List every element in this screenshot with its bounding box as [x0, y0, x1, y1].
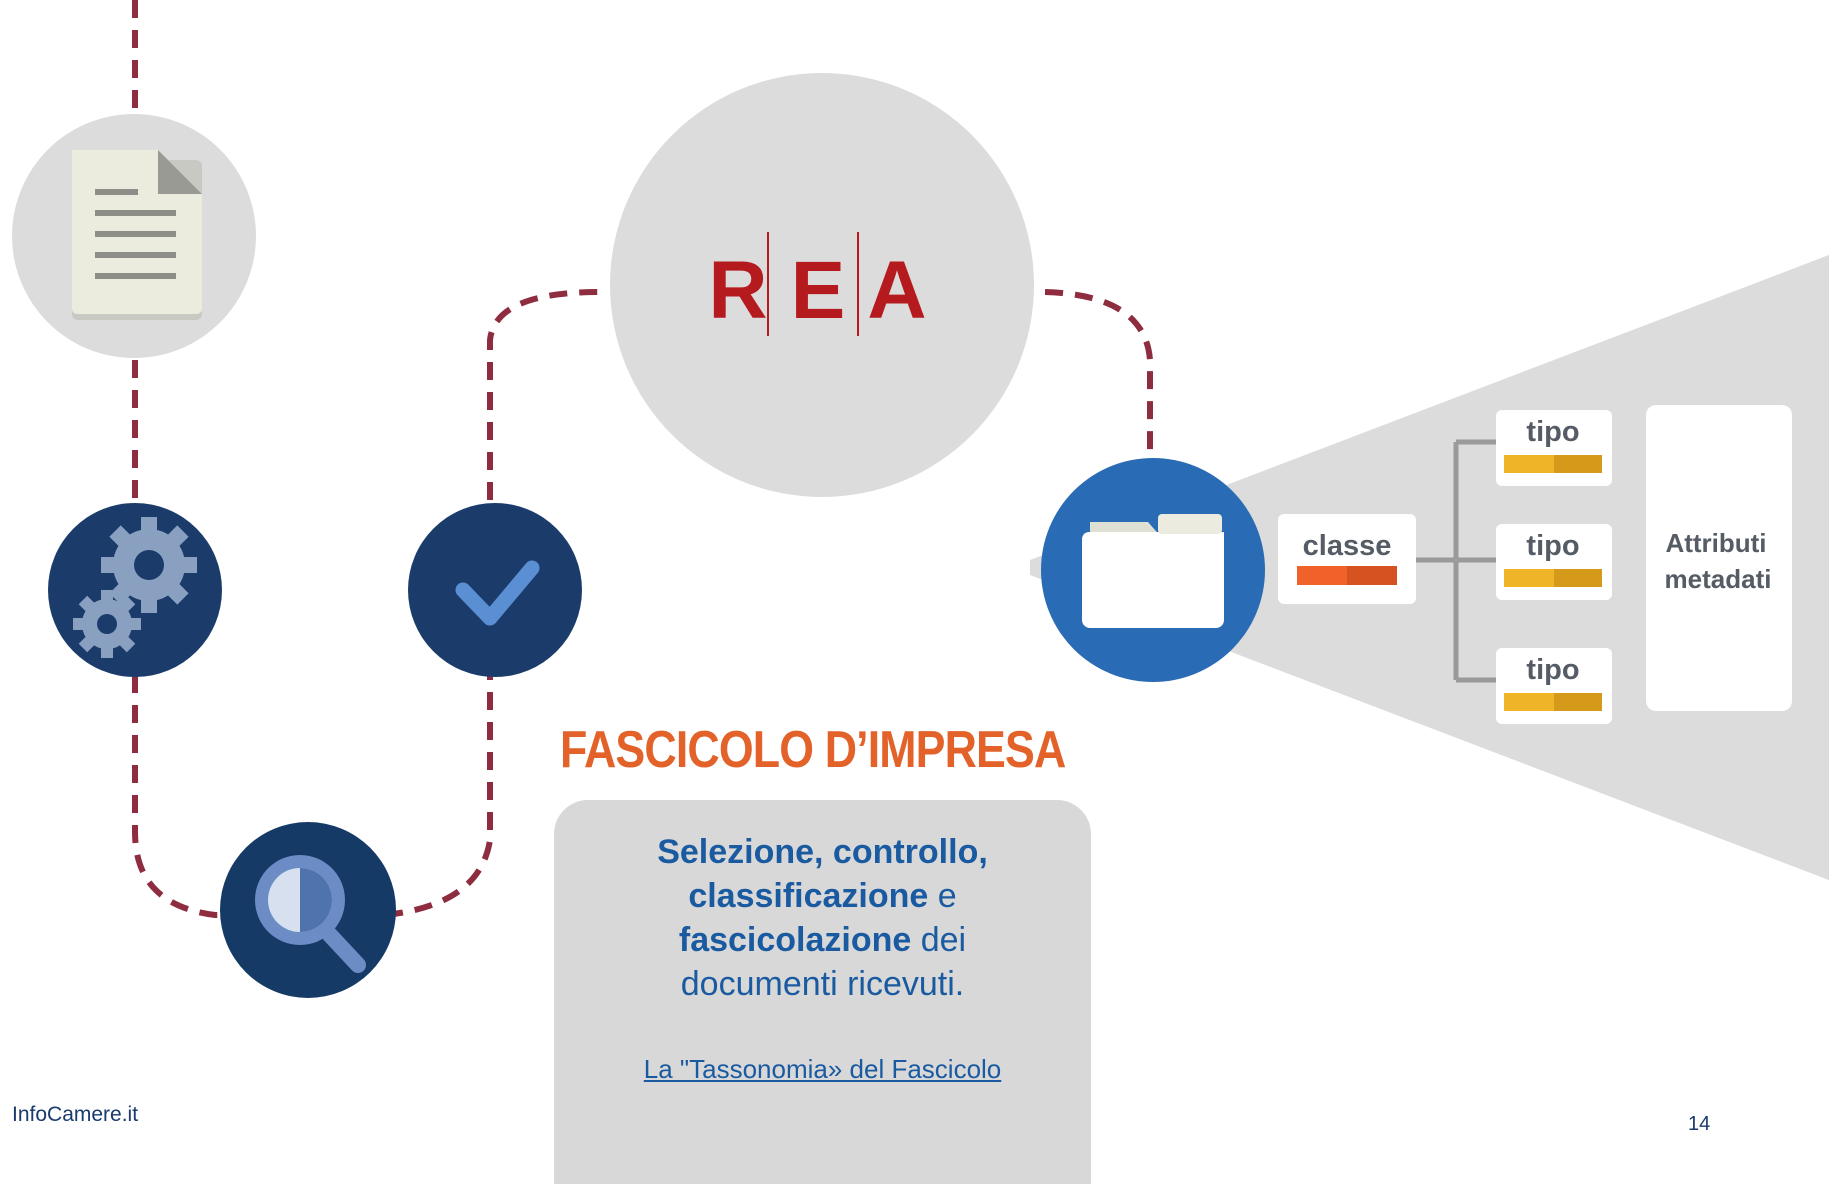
folder-node — [1041, 458, 1265, 682]
search-node — [220, 822, 396, 998]
dashed-process-path — [132, 0, 1153, 918]
rea-letter-r: R — [708, 245, 767, 336]
page-number: 14 — [1688, 1113, 1711, 1135]
type-card: tipo — [1496, 648, 1612, 724]
page-title: FASCICOLO D’IMPRESA — [560, 721, 1066, 779]
document-node — [12, 114, 256, 358]
description-panel: Selezione, controllo, classificazione e … — [554, 800, 1091, 1184]
type-card: tipo — [1496, 524, 1612, 600]
taxonomy-connectors — [1415, 439, 1497, 683]
description-line3-rest: dei — [911, 921, 967, 959]
description-line4: documenti ricevuti. — [680, 965, 965, 1003]
rea-node: R E A — [610, 73, 1034, 497]
folder-icon — [1082, 514, 1224, 628]
class-card: classe — [1278, 514, 1416, 604]
type-label: tipo — [1526, 530, 1579, 562]
check-node — [408, 503, 582, 677]
description-text: Selezione, controllo, classificazione e … — [554, 830, 1091, 1006]
description-line2-rest: e — [928, 877, 957, 915]
magnifier-icon — [255, 855, 366, 973]
type-card: tipo — [1496, 410, 1612, 486]
gears-icon — [73, 517, 197, 658]
rea-letter-a: A — [867, 245, 926, 336]
type-label: tipo — [1526, 416, 1579, 448]
description-line2-bold: classificazione — [688, 877, 929, 915]
attributes-card: Attributi metadati — [1646, 405, 1792, 711]
class-label: classe — [1303, 530, 1392, 562]
rea-letter-e: E — [791, 245, 846, 336]
attributes-label-line2: metadati — [1665, 564, 1772, 594]
description-line3-bold: fascicolazione — [678, 921, 912, 959]
attributes-label-line1: Attributi — [1665, 528, 1766, 558]
checkmark-icon — [455, 560, 540, 626]
footer-brand: InfoCamere.it — [12, 1103, 139, 1126]
document-icon — [72, 150, 202, 320]
type-label: tipo — [1526, 654, 1579, 686]
gears-node — [48, 503, 222, 677]
description-line1: Selezione, controllo, — [657, 833, 988, 871]
rea-logo: R E A — [708, 232, 927, 336]
taxonomy-link[interactable]: La "Tassonomia» del Fascicolo — [643, 1054, 1002, 1084]
